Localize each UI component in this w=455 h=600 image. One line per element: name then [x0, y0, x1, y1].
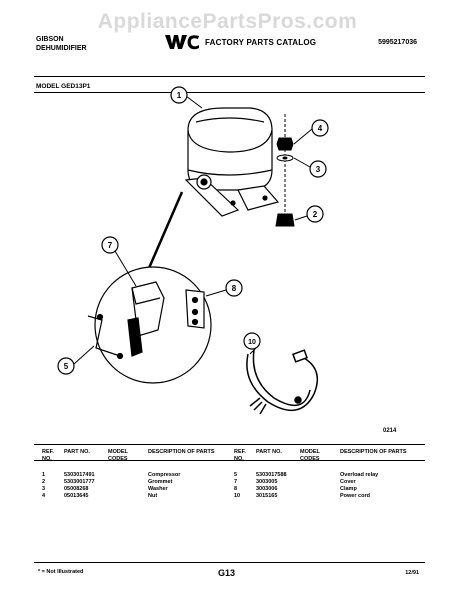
catalog-date: 12/91 [405, 570, 419, 576]
parts-table-right: REF. NO. PART NO. MODEL CODES DESCRIPTIO… [234, 449, 420, 500]
catalog-number: 5995217036 [378, 39, 417, 46]
row-part: 3003006 [256, 486, 278, 492]
row-part: 3003005 [256, 479, 278, 485]
callout-5-label: 5 [64, 362, 69, 371]
row-desc: Nut [148, 493, 158, 499]
callout-3-label: 3 [316, 165, 321, 174]
relay-detail-drawing [87, 266, 212, 384]
table-row: 10 3015165 Power cord [234, 493, 420, 500]
callout-7: 7 [101, 236, 137, 287]
header-part: PART NO. [64, 449, 90, 455]
parts-table-left: REF. NO. PART NO. MODEL CODES DESCRIPTIO… [42, 449, 228, 500]
table-header: REF. NO. PART NO. MODEL CODES DESCRIPTIO… [42, 449, 228, 463]
row-desc: Power cord [340, 493, 370, 499]
callout-2: 2 [294, 205, 324, 223]
table-top-rule [34, 444, 425, 445]
compressor-drawing [144, 107, 280, 276]
callout-4-label: 4 [318, 124, 323, 133]
header-rule [34, 76, 425, 77]
table-row: 7 3003005 Cover [234, 479, 420, 486]
callout-10-label: 10 [248, 339, 256, 346]
power-cord-drawing [246, 349, 319, 415]
header-part: PART NO. [256, 449, 282, 455]
row-desc: Washer [148, 486, 168, 492]
callout-1: 1 [170, 86, 203, 109]
row-model [300, 479, 340, 486]
row-part: 5303017588 [256, 472, 287, 478]
table-row: 5 5303017588 Overload relay [234, 472, 420, 479]
callout-8-label: 8 [232, 284, 237, 293]
table-header-rule [34, 460, 425, 461]
row-ref: 5 [234, 472, 238, 478]
callout-8: 8 [205, 279, 243, 297]
header-desc: DESCRIPTION OF PARTS [340, 449, 407, 455]
callout-10: 10 [243, 332, 261, 355]
wci-logo-icon [165, 35, 199, 50]
row-ref: 8 [234, 486, 238, 492]
row-ref: 10 [234, 493, 241, 499]
model-rule [34, 92, 425, 93]
header-ref: REF. NO. [42, 449, 54, 462]
page-code: G13 [218, 568, 236, 578]
table-header: REF. NO. PART NO. MODEL CODES DESCRIPTIO… [234, 449, 420, 463]
row-ref: 2 [42, 479, 46, 485]
row-model [108, 479, 148, 486]
table-row: 8 3003006 Clamp [234, 486, 420, 493]
row-desc: Cover [340, 479, 356, 485]
catalog-heading: FACTORY PARTS CATALOG [163, 33, 316, 51]
row-ref: 3 [42, 486, 46, 492]
callout-7-label: 7 [108, 241, 113, 250]
row-model [108, 472, 148, 479]
brand-name: GIBSON [36, 36, 64, 43]
footer-rule [34, 562, 425, 563]
row-model [108, 486, 148, 493]
table-row: 3 05008268 Washer [42, 486, 228, 493]
row-model [300, 486, 340, 493]
product-type: DEHUMIDIFIER [36, 45, 87, 52]
row-desc: Compressor [148, 472, 181, 478]
callout-3: 3 [293, 157, 327, 178]
row-part: 5303017491 [64, 472, 95, 478]
header-desc: DESCRIPTION OF PARTS [148, 449, 215, 455]
row-model [300, 472, 340, 479]
row-part: 05008268 [64, 486, 89, 492]
not-illustrated-note: * = Not Illustrated [38, 569, 84, 575]
row-desc: Overload relay [340, 472, 379, 478]
watermark: AppliancePartsPros.com [97, 10, 358, 33]
row-part: 3015165 [256, 493, 278, 499]
header-ref: REF. NO. [234, 449, 246, 462]
table-row: 4 05013645 Nut [42, 493, 228, 500]
row-part: 5303001777 [64, 479, 95, 485]
table-row: 2 5303001777 Grommet [42, 479, 228, 486]
row-ref: 7 [234, 479, 238, 485]
callout-1-label: 1 [177, 91, 182, 100]
brand-block: GIBSON DEHUMIDIFIER [36, 35, 87, 53]
row-desc: Clamp [340, 486, 357, 492]
mounting-hardware-drawing [275, 114, 295, 227]
callout-2-label: 2 [313, 210, 318, 219]
table-row: 1 5303017491 Compressor [42, 472, 228, 479]
callout-5: 5 [57, 345, 95, 375]
figure-code: 0214 [383, 428, 397, 434]
parts-sheet: GIBSON DEHUMIDIFIER FACTORY PARTS CATALO… [28, 30, 431, 586]
header-model: MODEL CODES [300, 449, 320, 462]
header-model: MODEL CODES [108, 449, 128, 462]
callout-4: 4 [293, 119, 329, 145]
row-ref: 4 [42, 493, 46, 499]
catalog-title: FACTORY PARTS CATALOG [205, 37, 317, 47]
row-part: 05013645 [64, 493, 89, 499]
row-desc: Grommet [148, 479, 173, 485]
model-label: MODEL GED13P1 [36, 83, 91, 90]
row-ref: 1 [42, 472, 46, 478]
exploded-parts-diagram: 1 4 3 2 7 8 5 [57, 86, 329, 415]
row-model [108, 493, 148, 500]
row-model [300, 493, 340, 500]
